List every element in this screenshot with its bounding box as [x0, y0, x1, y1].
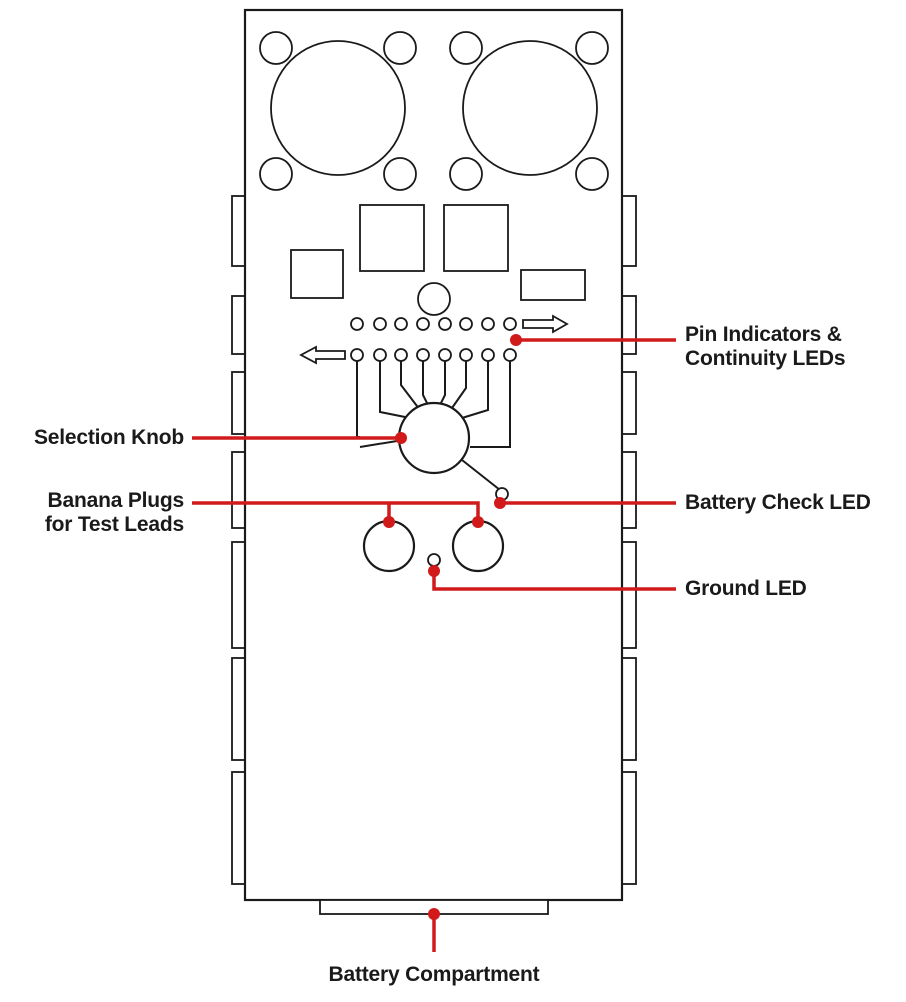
bottom-led-row	[350, 348, 517, 362]
right-square-jack	[443, 204, 509, 272]
top-led-row	[350, 317, 517, 331]
label-selection-knob-text: Selection Knob	[33, 426, 184, 449]
left-arrow-icon	[299, 345, 346, 365]
callout-pin-indicators	[510, 334, 676, 346]
label-selection-knob: Selection Knob	[34, 426, 184, 450]
small-square-port	[290, 249, 344, 299]
label-battery-compartment-text: Battery Compartment	[328, 963, 540, 986]
label-pin-indicators-line1: Pin Indicators &	[685, 323, 842, 346]
label-banana-plugs-line1: Banana Plugs	[47, 489, 185, 512]
right-connector-jack	[449, 31, 609, 191]
left-square-jack	[359, 204, 425, 272]
banana-plug-left	[362, 519, 416, 573]
label-ground-led-text: Ground LED	[685, 577, 807, 600]
label-banana-plugs-line2: for Test Leads	[44, 513, 184, 536]
banana-plug-right	[451, 519, 505, 573]
label-pin-indicators-line2: Continuity LEDs	[685, 347, 846, 370]
label-battery-check-led-text: Battery Check LED	[685, 491, 871, 514]
label-pin-indicators: Pin Indicators & Continuity LEDs	[685, 323, 846, 371]
small-rect-port	[520, 269, 586, 301]
small-round-button	[417, 282, 451, 316]
ground-led	[427, 553, 441, 567]
label-ground-led: Ground LED	[685, 577, 807, 601]
callout-battery-check-led	[494, 497, 676, 509]
callout-selection-knob	[192, 432, 407, 444]
right-arrow-icon	[522, 314, 569, 334]
callout-banana-plugs	[192, 501, 484, 528]
label-battery-check-led: Battery Check LED	[685, 491, 871, 515]
callout-battery-compartment	[428, 908, 440, 952]
left-connector-jack	[259, 31, 417, 191]
label-battery-compartment: Battery Compartment	[0, 963, 868, 987]
right-side-grips	[621, 195, 637, 885]
selection-knob	[397, 401, 471, 475]
label-banana-plugs: Banana Plugs for Test Leads	[45, 489, 184, 537]
callout-ground-led	[428, 565, 676, 591]
